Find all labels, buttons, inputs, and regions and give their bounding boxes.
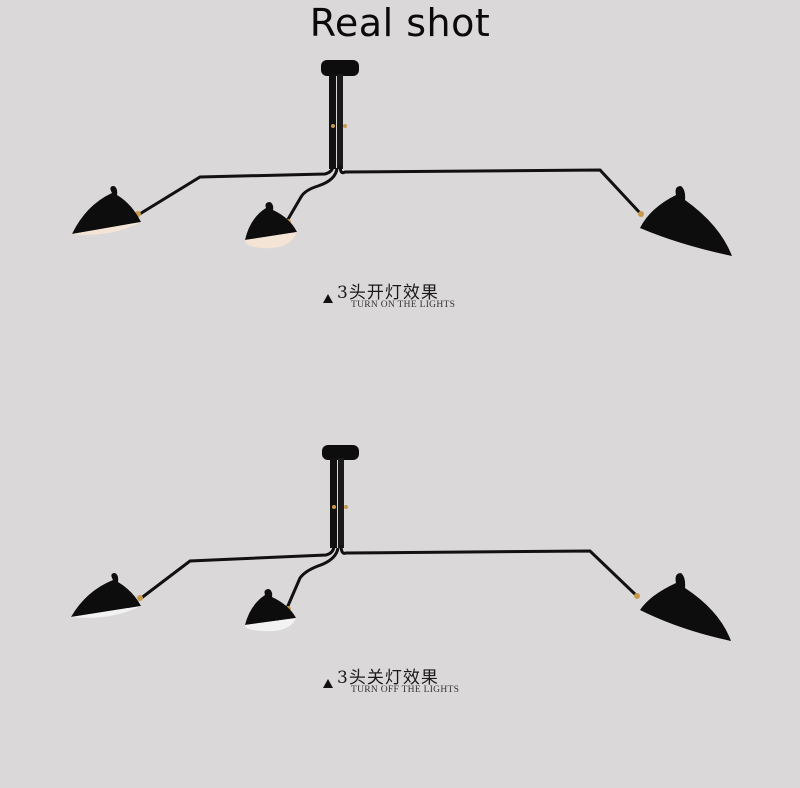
lamp-illustration-on <box>72 60 732 256</box>
caption-english: TURN OFF THE LIGHTS <box>351 685 460 695</box>
triangle-marker-icon <box>323 679 333 688</box>
triangle-marker-icon <box>323 294 333 303</box>
caption-chinese: 3头开灯效果 <box>337 283 439 303</box>
lamp-illustration-off <box>71 445 731 641</box>
lamp-panel-lights-off: 3头关灯效果 TURN OFF THE LIGHTS <box>0 385 800 715</box>
caption-english: TURN ON THE LIGHTS <box>351 300 456 310</box>
page-title: Real shot <box>309 1 491 45</box>
caption-chinese: 3头关灯效果 <box>337 668 439 688</box>
lamp-panel-lights-on: 3头开灯效果 TURN ON THE LIGHTS <box>0 0 800 330</box>
